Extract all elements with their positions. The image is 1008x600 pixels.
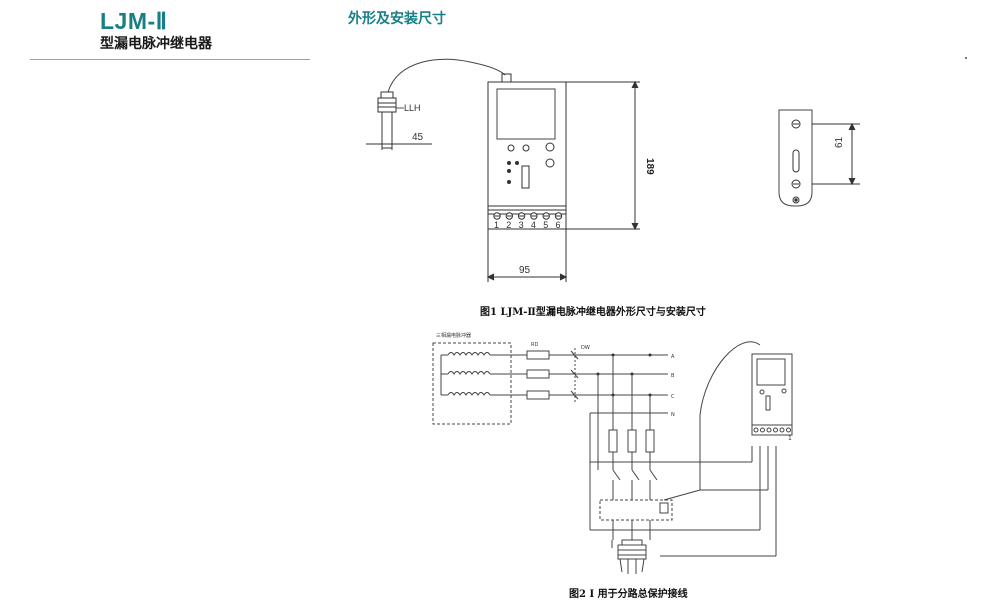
terminal-number: 4 — [531, 220, 536, 230]
dim-95: 95 — [519, 265, 531, 276]
relay-display-window — [496, 88, 556, 140]
relay-small — [751, 353, 793, 436]
dim-45: 45 — [412, 132, 424, 143]
fuse-label: RD — [531, 342, 538, 348]
llh-sensor-icon — [377, 91, 397, 149]
phase-a: A — [671, 354, 675, 360]
small-terminal-screw-icon — [779, 427, 785, 433]
pulse-box — [432, 342, 512, 425]
fuses — [526, 350, 550, 400]
sensor-cable — [387, 58, 506, 93]
small-terminal-screw-icon — [786, 427, 791, 433]
section-title: 外形及安装尺寸 — [348, 11, 446, 27]
small-terminal-screw-icon — [760, 427, 765, 433]
main-switch — [570, 348, 579, 402]
small-terminal-screw-icon — [766, 427, 772, 433]
figure2-drawing: 三相漏电脉冲器 RD DW — [432, 332, 793, 574]
sensor-label: LLH — [404, 103, 421, 113]
terminal-number: 3 — [519, 220, 524, 230]
box-label: 三相漏电脉冲器 — [436, 332, 471, 339]
model-name: LJM-Ⅱ — [100, 8, 168, 34]
dim-189: 189 — [644, 158, 655, 175]
branch-fuses — [608, 429, 655, 453]
product-subtitle: 型漏电脉冲继电器 — [100, 36, 212, 52]
phase-b: B — [671, 373, 675, 379]
relay-terminal-hint: 1 — [788, 435, 792, 442]
terminal-number: 1 — [494, 220, 499, 230]
terminal-number: 6 — [556, 220, 561, 230]
header-divider — [30, 59, 310, 60]
coils — [440, 352, 491, 396]
terminal-number: 5 — [543, 220, 548, 230]
ct-zone — [599, 499, 673, 521]
mounting-bracket — [778, 109, 813, 207]
relay-controls — [507, 142, 555, 189]
phase-c: C — [671, 394, 675, 400]
small-terminal-screw-icon — [773, 427, 778, 433]
terminal-number: 2 — [506, 220, 511, 230]
switch-label: DW — [581, 345, 590, 351]
figure1-caption: 图1 LJM-Ⅱ型漏电脉冲继电器外形尺寸与安装尺寸 — [480, 307, 706, 318]
phase-n: N — [671, 412, 675, 418]
dim-61: 61 — [834, 136, 845, 148]
figure2-caption: 图2 Ⅰ 用于分路总保护接线 — [569, 589, 688, 600]
decorative-dot — [965, 57, 967, 59]
relay-connector — [501, 73, 512, 83]
small-terminal-screw-icon — [753, 427, 759, 433]
bottom-sensor-icon — [617, 539, 647, 574]
